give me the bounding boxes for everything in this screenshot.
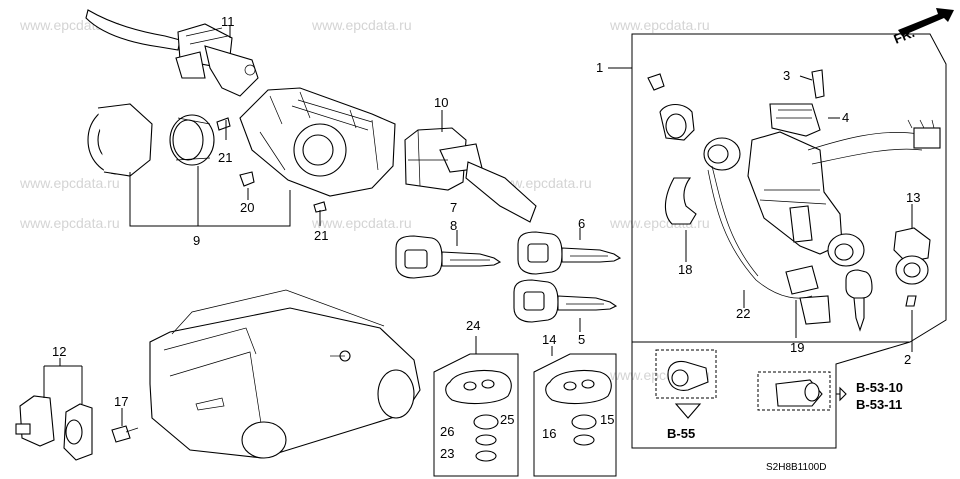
watermark: www.epcdata.ru — [491, 175, 592, 191]
screw-icon[interactable] — [111, 425, 139, 443]
cross-references[interactable]: B-53-10 B-53-11 B-55 — [667, 380, 903, 441]
part-door-switch[interactable] — [15, 395, 93, 461]
callout-15: 15 — [600, 412, 614, 427]
part-harness-clamp[interactable] — [664, 165, 813, 299]
part-remote-transmitter-14[interactable] — [533, 353, 617, 477]
callout-12: 12 — [52, 344, 66, 359]
key-6-icon[interactable] — [517, 231, 622, 275]
part-key-cylinder-detail[interactable] — [655, 349, 717, 419]
part-lighting-switch[interactable] — [404, 127, 537, 223]
callout-25: 25 — [500, 412, 514, 427]
callout-21: 21 — [314, 228, 328, 243]
callout-6: 6 — [578, 216, 585, 231]
callout-24: 24 — [466, 318, 480, 333]
part-switch-body[interactable] — [239, 87, 396, 197]
callout-13: 13 — [906, 190, 920, 205]
callout-22: 22 — [736, 306, 750, 321]
part-combination-switch-lever[interactable] — [85, 9, 259, 97]
callout-18: 18 — [678, 262, 692, 277]
part-immobilizer[interactable] — [893, 227, 931, 307]
part-ignition-switch[interactable] — [647, 69, 941, 267]
callout-5: 5 — [578, 332, 585, 347]
callout-14: 14 — [542, 332, 556, 347]
callout-17: 17 — [114, 394, 128, 409]
vehicle-illustration — [149, 289, 421, 459]
watermark: www.epcdata.ru — [19, 175, 120, 191]
watermark: www.epcdata.ru — [311, 215, 412, 231]
callout-7: 7 — [450, 200, 457, 215]
callout-20: 20 — [240, 200, 254, 215]
watermark: www.epcdata.ru — [19, 215, 120, 231]
callout-21: 21 — [218, 150, 232, 165]
callout-9: 9 — [193, 233, 200, 248]
callout-4: 4 — [842, 110, 849, 125]
ref-link[interactable]: B-53-10 — [856, 380, 903, 395]
callout-11: 11 — [221, 14, 235, 29]
callout-3: 3 — [783, 68, 790, 83]
front-label: FR. — [892, 25, 917, 47]
diagram-code: S2H8B1100D — [766, 462, 826, 473]
callout-1: 1 — [596, 60, 603, 75]
bolt-icon[interactable] — [216, 117, 327, 213]
callout-labels: 11 21 20 9 21 10 7 8 6 5 1 3 4 13 18 22 … — [52, 14, 920, 461]
watermark: www.epcdata.ru — [311, 17, 412, 33]
key-cylinder-icon[interactable] — [845, 269, 873, 332]
ref-link[interactable]: B-55 — [667, 426, 695, 441]
callout-2: 2 — [904, 352, 911, 367]
part-remote-transmitter-24[interactable] — [433, 353, 519, 477]
callout-16: 16 — [542, 426, 556, 441]
ref-link[interactable]: B-53-11 — [856, 397, 902, 412]
key-5-icon[interactable] — [513, 279, 618, 323]
callout-8: 8 — [450, 218, 457, 233]
leader-lines — [43, 26, 913, 426]
key-8-icon[interactable] — [395, 235, 502, 279]
part-cable-reel[interactable] — [87, 103, 215, 177]
callout-19: 19 — [790, 340, 804, 355]
watermark: www.epcdata.ru — [609, 17, 710, 33]
callout-26: 26 — [440, 424, 454, 439]
part-connector[interactable] — [785, 265, 831, 325]
assembly-frame — [631, 33, 947, 449]
part-cylinder-lock-detail[interactable] — [757, 371, 847, 411]
front-direction-arrow: FR. — [892, 8, 954, 47]
callout-10: 10 — [434, 95, 448, 110]
callout-23: 23 — [440, 446, 454, 461]
